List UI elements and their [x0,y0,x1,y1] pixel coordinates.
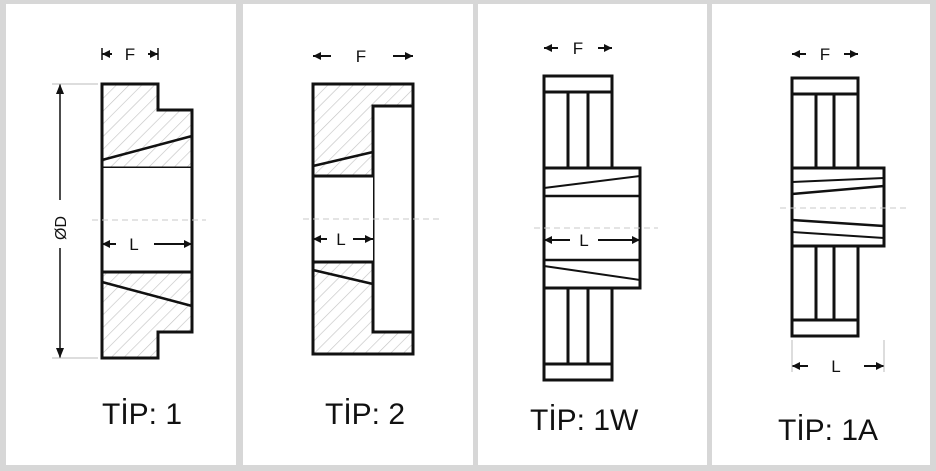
dimension-f: F [313,47,413,66]
label-l: L [831,357,840,376]
panel-tip-1: F L ØD TİP: 1 [6,4,236,465]
rim-top [790,76,860,96]
tip-2-drawing: F L [303,47,443,356]
panel-tip-1w: F L TİP: 1W [478,4,707,465]
dimension-l: L [791,340,885,376]
label-l: L [579,231,588,250]
dimension-f: F [101,45,159,64]
dimension-l: L [102,235,192,254]
label-od: ØD [53,216,70,240]
tip-1w-drawing: F L [534,39,658,382]
rim-bottom [790,318,860,338]
label-f: F [573,39,583,58]
caption-tip-2: TİP: 2 [325,398,406,431]
tip-1-drawing: F L ØD [52,45,206,360]
label-l: L [336,230,345,249]
dimension-l: L [313,230,373,249]
caption-tip-1a: TİP: 1A [778,414,879,447]
tip-1a-drawing: F L [780,45,908,376]
panel-tip-1a: F L TİP: 1A [712,4,930,465]
rim-bottom [542,362,614,382]
dimension-f: F [544,39,612,58]
dimension-f: F [792,45,858,64]
dimension-od: ØD [52,83,98,359]
label-f: F [125,45,135,64]
caption-tip-1w: TİP: 1W [530,404,639,437]
label-l: L [129,235,138,254]
panel-tip-2: F L TİP: 2 [243,4,473,465]
caption-tip-1: TİP: 1 [102,398,183,431]
rim-top [542,74,614,94]
label-f: F [356,47,366,66]
label-f: F [820,45,830,64]
dimension-l: L [544,231,640,250]
